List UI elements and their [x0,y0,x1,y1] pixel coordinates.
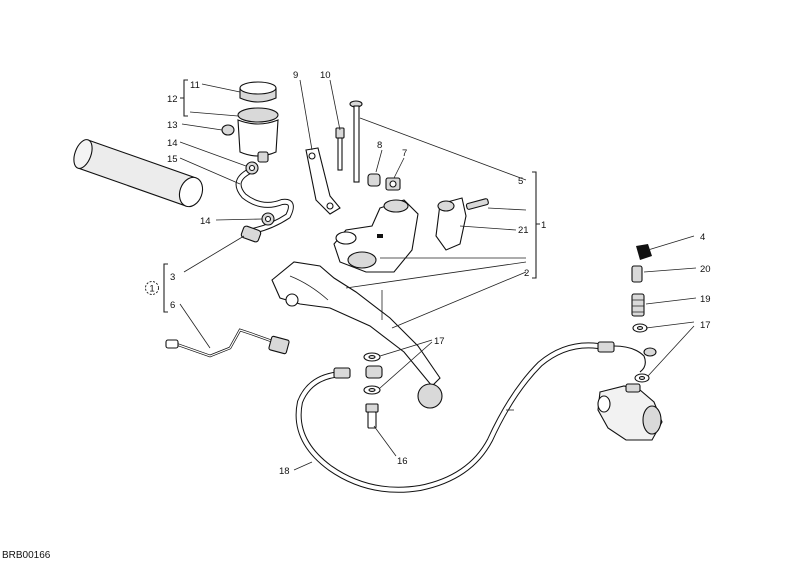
handlebar-clamp [435,197,489,251]
washer-17-right-lower [634,373,650,383]
reservoir-hose [235,167,294,235]
hose-clamp-14-lower [261,212,275,226]
banjo-fitting-center [365,365,383,379]
slave-cylinder [597,383,663,441]
callout-4: 4 [700,232,705,243]
callout-10: 10 [320,70,331,81]
callout-2: 2 [524,268,529,279]
callout-9: 9 [293,70,298,81]
master-cylinder-body [333,199,419,273]
bleed-valve-cap [636,244,652,260]
hose-clamp-14-upper [245,161,259,175]
reference-circle-number: 1 [149,284,154,295]
handlebar-tube [73,139,204,208]
banjo-bolt-7 [385,177,401,191]
callout-20: 20 [700,264,711,275]
fluid-reservoir [237,107,279,163]
callout-7: 7 [402,148,407,159]
callout-3: 3 [170,272,175,283]
callout-6: 6 [170,300,175,311]
callout-17-right: 17 [700,320,711,331]
callout-19: 19 [700,294,711,305]
hose-banjo-end [613,345,657,373]
hose-fitting [240,225,262,243]
hose-clamp-13 [221,124,235,136]
callout-12: 12 [167,94,178,105]
callout-11: 11 [190,80,200,91]
switch-wire [165,328,290,358]
callout-1: 1 [541,220,546,231]
callout-15: 15 [167,154,178,165]
bracket-screw [335,127,345,171]
callout-14-upper: 14 [167,138,178,149]
callout-18: 18 [279,466,290,477]
reference-circle: 1 [145,281,159,295]
leader-lines [179,79,697,471]
fitting-8 [367,173,381,187]
callout-5: 5 [518,176,523,187]
reservoir-bracket [305,147,341,215]
banjo-bolt-16 [365,403,379,429]
group-brackets [163,79,540,313]
image-code: BRB00166 [2,550,51,561]
washer-17-lower [363,385,381,395]
bleed-valve [631,265,643,283]
washer-17-upper [363,352,381,362]
callout-16: 16 [397,456,408,467]
callout-8: 8 [377,140,382,151]
washer-17-right-upper [632,323,648,333]
clamp-bolt-long [349,100,363,183]
clutch-hose [295,341,615,493]
callout-14-lower: 14 [200,216,211,227]
callout-13: 13 [167,120,178,131]
callout-17-center: 17 [434,336,445,347]
slave-fitting [631,293,645,317]
callout-21: 21 [518,225,529,236]
reservoir-cap [239,81,277,103]
callout-labels: 11 12 13 14 15 14 3 6 9 10 8 7 5 21 1 2 … [167,70,711,477]
clutch-lever [271,261,443,409]
